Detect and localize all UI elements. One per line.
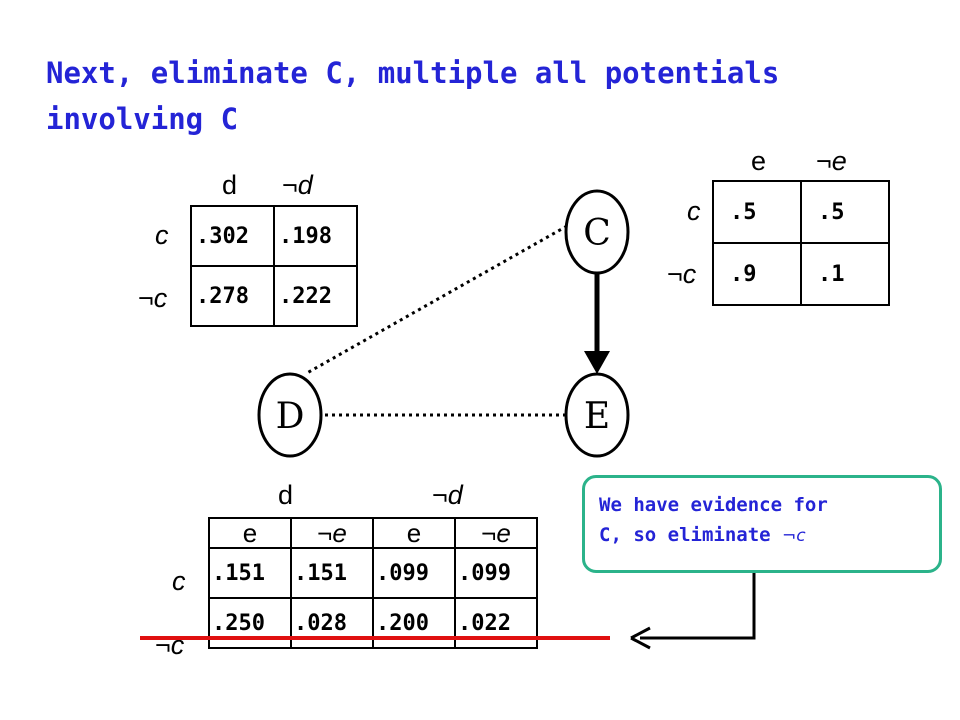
node-e: E: [564, 372, 630, 458]
callout-line-2-text: C, so eliminate: [599, 524, 783, 546]
table-cell: .278: [190, 265, 275, 327]
table-cell: .151: [291, 547, 374, 598]
table-cell: .028: [291, 597, 374, 649]
evidence-callout: We have evidence for C, so eliminate ¬c: [582, 475, 942, 573]
table-cell: .022: [455, 597, 538, 649]
table-cell: .099: [455, 547, 538, 598]
table-row: .9 .1: [712, 242, 890, 306]
table-cde-group-d: d: [278, 480, 294, 510]
table-cell: .151: [208, 547, 292, 598]
table-row: .302 .198: [190, 205, 358, 266]
table-cde-group-not-d: ¬d: [432, 480, 463, 510]
table-ce-header-e: e: [751, 146, 767, 176]
slide-title: Next, eliminate C, multiple all potentia…: [46, 50, 906, 142]
table-cell: .1: [801, 242, 890, 306]
table-cell: .200: [373, 597, 456, 649]
table-row: e ¬e e ¬e: [208, 517, 538, 548]
table-cde-row-not-c: ¬c: [155, 630, 185, 660]
table-cd-row-not-c: ¬c: [138, 283, 168, 313]
table-col-header: ¬e: [291, 517, 374, 548]
node-d: D: [257, 372, 323, 458]
callout-line-2: C, so eliminate ¬c: [599, 520, 929, 551]
table-cell: .250: [208, 597, 292, 649]
table-ce-header-not-e: ¬e: [816, 146, 847, 176]
table-col-header: e: [373, 517, 456, 548]
table-cde: e ¬e e ¬e .151 .151 .099 .099 .250 .028 …: [208, 517, 538, 649]
table-cd-row-c: c: [155, 220, 169, 250]
table-cell: .222: [274, 265, 358, 327]
node-e-label: E: [584, 396, 610, 437]
table-row: .278 .222: [190, 265, 358, 327]
table-cell: .9: [712, 242, 802, 306]
table-cd-header-not-d: ¬d: [282, 170, 313, 200]
callout-arrowhead-icon: [630, 626, 651, 650]
node-c-label: C: [583, 213, 611, 254]
table-row: .5 .5: [712, 180, 890, 243]
table-ce-row-not-c: ¬c: [667, 259, 697, 289]
table-col-header: e: [208, 517, 292, 548]
table-ce: .5 .5 .9 .1: [712, 180, 890, 306]
table-ce-row-c: c: [687, 196, 701, 226]
table-cd-header-d: d: [222, 170, 238, 200]
table-row: .250 .028 .200 .022: [208, 597, 538, 649]
edge-c-d: [306, 224, 568, 375]
node-c: C: [564, 189, 630, 275]
table-col-header: ¬e: [455, 517, 538, 548]
table-cell: .099: [373, 547, 456, 598]
callout-line-1: We have evidence for: [599, 494, 828, 516]
arrowhead-icon: [584, 351, 610, 374]
table-cell: .198: [274, 205, 358, 266]
table-cde-row-c: c: [172, 566, 186, 596]
title-line-1: Next, eliminate C, multiple all potentia…: [46, 56, 780, 90]
table-row: .151 .151 .099 .099: [208, 547, 538, 598]
table-cd: .302 .198 .278 .222: [190, 205, 358, 327]
title-line-2: involving C: [46, 102, 239, 136]
callout-connector: [640, 573, 756, 640]
table-cell: .5: [801, 180, 890, 243]
table-cell: .5: [712, 180, 802, 243]
table-cell: .302: [190, 205, 275, 266]
node-d-label: D: [276, 396, 305, 437]
callout-term: ¬c: [782, 526, 806, 546]
